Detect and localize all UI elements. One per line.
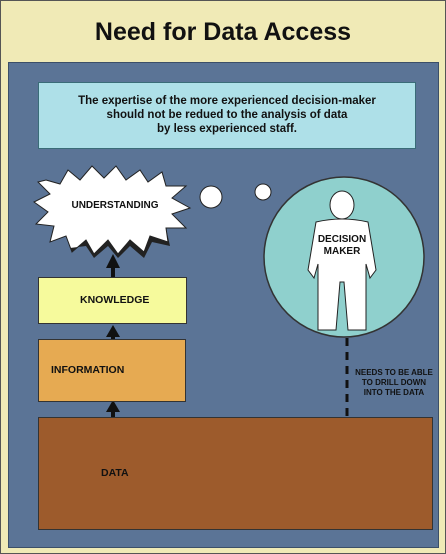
quote-line-2: should not be redued to the analysis of … [106, 109, 348, 121]
drill-line-2: TO DRILL DOWN [361, 378, 427, 387]
decision-maker-line-1: DECISION [317, 234, 367, 245]
decision-maker-line-2: MAKER [323, 246, 361, 257]
understanding-label: UNDERSTANDING [71, 200, 159, 211]
thought-bubble-large [199, 185, 223, 209]
drill-line-1: NEEDS TO BE ABLE [355, 368, 433, 377]
information-box: INFORMATION [38, 339, 186, 402]
decision-maker-figure [307, 190, 377, 331]
decision-maker-label: DECISION MAKER [312, 234, 372, 258]
drill-down-note: NEEDS TO BE ABLE TO DRILL DOWN INTO THE … [354, 368, 434, 398]
drill-line-3: INTO THE DATA [363, 388, 425, 397]
quote-line-1: The expertise of the more experienced de… [78, 95, 376, 107]
understanding-starburst-shadow [66, 228, 170, 258]
data-box: DATA [38, 417, 433, 530]
quote-box: The expertise of the more experienced de… [38, 82, 416, 149]
slide-title: Need for Data Access [94, 18, 352, 46]
thought-bubble-medium [254, 183, 272, 201]
knowledge-box: KNOWLEDGE [38, 277, 187, 324]
quote-line-3: by less experienced staff. [157, 123, 297, 135]
